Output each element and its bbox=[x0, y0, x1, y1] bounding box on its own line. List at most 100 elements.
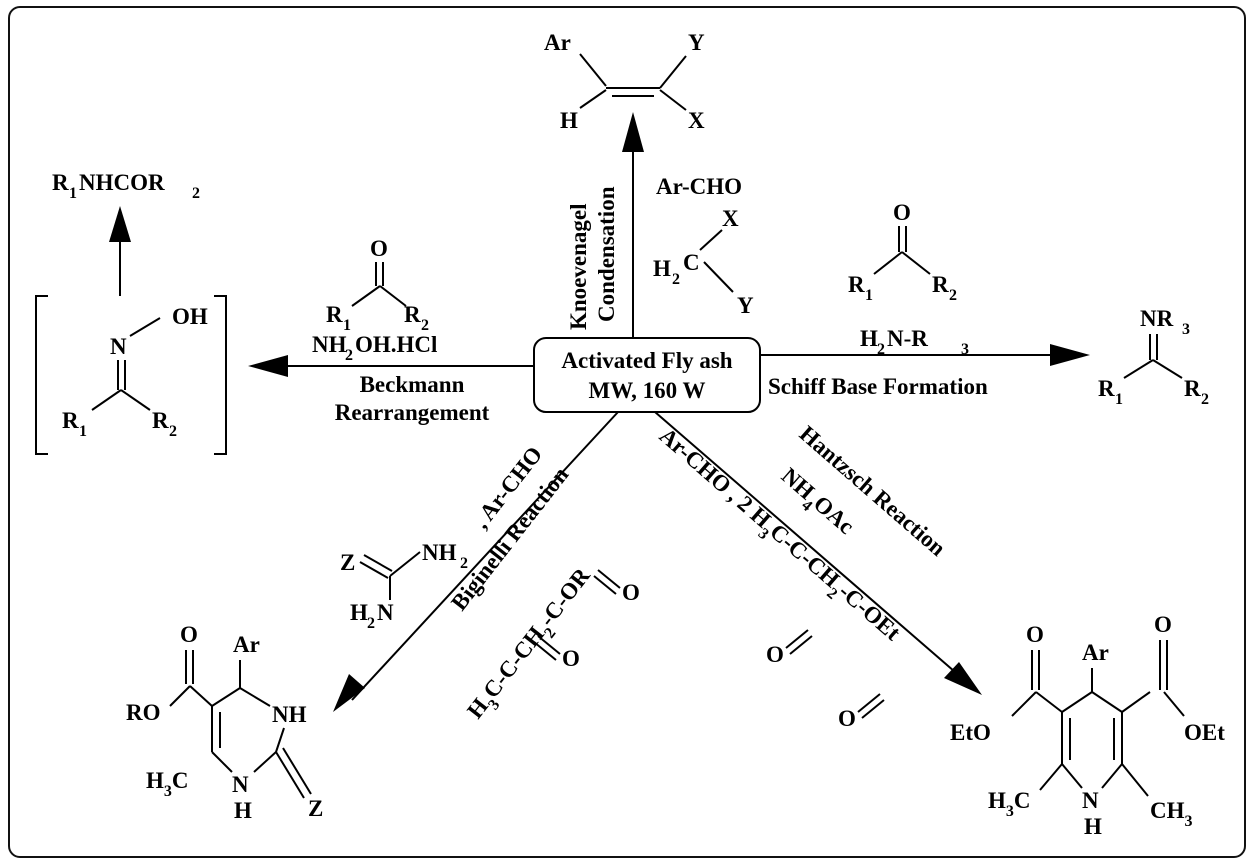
big-prod-nh: NH bbox=[272, 702, 307, 727]
hantzsch-co1b bbox=[789, 635, 813, 655]
beck-ketone-r1: R bbox=[326, 302, 343, 327]
hantzsch-co2a bbox=[857, 693, 881, 713]
knoev-bond-x bbox=[699, 229, 723, 251]
knoevenagel-label2: Condensation bbox=[594, 186, 619, 322]
big-c5-c4 bbox=[211, 687, 241, 707]
hantzsch-co2b bbox=[861, 699, 885, 719]
knoev-prod-ar: Ar bbox=[544, 30, 571, 55]
hantzsch-co1a bbox=[785, 629, 809, 649]
hz-c-c3 bbox=[1035, 691, 1063, 713]
schiff-prod-r2bond bbox=[1152, 359, 1183, 379]
schiff-ketone-r1: R bbox=[848, 272, 865, 297]
hz-c4-c5 bbox=[1091, 691, 1123, 713]
beck-reagent-rest: OH.HCl bbox=[355, 332, 437, 357]
oxime-n: N bbox=[110, 334, 127, 359]
beckmann-label2: Rearrangement bbox=[335, 400, 490, 425]
knoevenagel-label1: Knoevenagel bbox=[566, 204, 591, 331]
big-prod-h: H bbox=[234, 798, 252, 823]
hz-c3-c4 bbox=[1061, 691, 1093, 713]
knoev-prod-h: H bbox=[560, 108, 578, 133]
hz-n-c6 bbox=[1101, 763, 1123, 789]
oxime-r1: R bbox=[62, 408, 79, 433]
schiff-ketone-r1-sub: 1 bbox=[865, 287, 873, 304]
big-c-c5 bbox=[189, 685, 213, 707]
urea-z: Z bbox=[340, 550, 355, 575]
schiff-prod-nr: NR bbox=[1140, 306, 1174, 331]
arrowhead-beckmann bbox=[248, 355, 288, 377]
beckmann-label1: Beckmann bbox=[360, 372, 465, 397]
schiff-prod-r1: R bbox=[1098, 376, 1115, 401]
schiff-reagent-h: H bbox=[860, 326, 878, 351]
beck-ketone-o: O bbox=[370, 236, 388, 261]
schiff-prod-r2: R bbox=[1184, 376, 1201, 401]
oxime-bond-r1 bbox=[91, 389, 122, 411]
schiff-reagent-sub3: 3 bbox=[961, 341, 969, 358]
urea-nh: NH bbox=[422, 540, 457, 565]
hantzsch-o2: O bbox=[838, 706, 856, 731]
amide-sub1: 1 bbox=[69, 185, 77, 202]
hz-c5-c bbox=[1121, 691, 1151, 713]
big-c6-n1 bbox=[211, 751, 233, 773]
hz-prod-o2: O bbox=[1154, 612, 1172, 637]
amide-r: R bbox=[52, 170, 69, 195]
arrowhead-oxime-amide bbox=[109, 206, 131, 242]
big-prod-ar: Ar bbox=[233, 632, 260, 657]
schiff-ketone-r2bond bbox=[901, 251, 931, 275]
beck-ketone-r1-sub: 1 bbox=[343, 317, 351, 334]
knoev-reagent-h: H bbox=[653, 256, 671, 281]
knoev-reagent-archo: Ar-CHO bbox=[656, 174, 742, 199]
hz-prod-o1: O bbox=[1026, 622, 1044, 647]
amide-mid: NHCOR bbox=[79, 170, 165, 195]
catalyst-line2: MW, 160 W bbox=[589, 378, 706, 403]
big-c2-z-b bbox=[282, 747, 312, 795]
hz-prod-h3c: H3C bbox=[988, 788, 1031, 820]
schiff-prod-sub3: 3 bbox=[1182, 321, 1190, 338]
big-ester-co2a bbox=[537, 635, 561, 655]
big-prod-h3c: H3C bbox=[146, 768, 189, 800]
big-c-oro bbox=[169, 685, 191, 707]
hz-c6-ch3 bbox=[1121, 763, 1149, 797]
schiff-prod-r1-sub: 1 bbox=[1115, 391, 1123, 408]
hantzsch-o1: O bbox=[766, 642, 784, 667]
hz-prod-eto: EtO bbox=[950, 720, 991, 745]
schiff-ketone-r2-sub: 2 bbox=[949, 287, 957, 304]
schiff-reagent-rest: N-R bbox=[887, 326, 928, 351]
hz-prod-ar: Ar bbox=[1082, 640, 1109, 665]
knoev-bond-y bbox=[703, 261, 734, 293]
oxime-r2: R bbox=[152, 408, 169, 433]
urea-cn1 bbox=[389, 551, 421, 577]
big-prod-z: Z bbox=[308, 796, 323, 821]
amide-sub2: 2 bbox=[192, 185, 200, 202]
arrowhead-schiff bbox=[1050, 344, 1090, 366]
knoev-reagent-y: Y bbox=[737, 293, 754, 318]
schiff-ketone-o: O bbox=[893, 200, 911, 225]
hz-prod-oet: OEt bbox=[1184, 720, 1225, 745]
oxime-bracket-left bbox=[35, 295, 48, 455]
hz-c2-h3c bbox=[1039, 763, 1063, 791]
knoev-prod-x: X bbox=[688, 108, 705, 133]
arrow-biginelli bbox=[351, 411, 619, 701]
oxime-oh: OH bbox=[172, 304, 208, 329]
big-prod-o: O bbox=[180, 622, 198, 647]
big-prod-ro: RO bbox=[126, 700, 161, 725]
schiff-prod-r2-sub: 2 bbox=[1201, 391, 1209, 408]
big-n1-c2 bbox=[253, 751, 277, 773]
knoev-prod-bond-y bbox=[659, 55, 687, 89]
knoev-prod-bond-x bbox=[659, 89, 687, 111]
catalyst-box bbox=[533, 337, 761, 413]
diagram-frame bbox=[8, 6, 1246, 858]
hz-prod-ch3: CH3 bbox=[1150, 798, 1193, 830]
knoev-reagent-sub2: 2 bbox=[672, 271, 680, 288]
urea-n: N bbox=[377, 600, 394, 625]
hz-c2-n bbox=[1061, 763, 1083, 789]
beck-reagent-nh: NH bbox=[312, 332, 347, 357]
beck-ketone-r1bond bbox=[351, 285, 381, 307]
beck-reagent-sub: 2 bbox=[345, 347, 353, 364]
beck-ketone-r2: R bbox=[404, 302, 421, 327]
big-c4-n3 bbox=[239, 687, 271, 707]
urea-nh-sub: 2 bbox=[460, 555, 468, 572]
hantzsch-label: Hantzsch Reaction bbox=[795, 421, 951, 561]
schiff-reagent-sub2: 2 bbox=[877, 341, 885, 358]
oxime-bracket-right bbox=[214, 295, 227, 455]
